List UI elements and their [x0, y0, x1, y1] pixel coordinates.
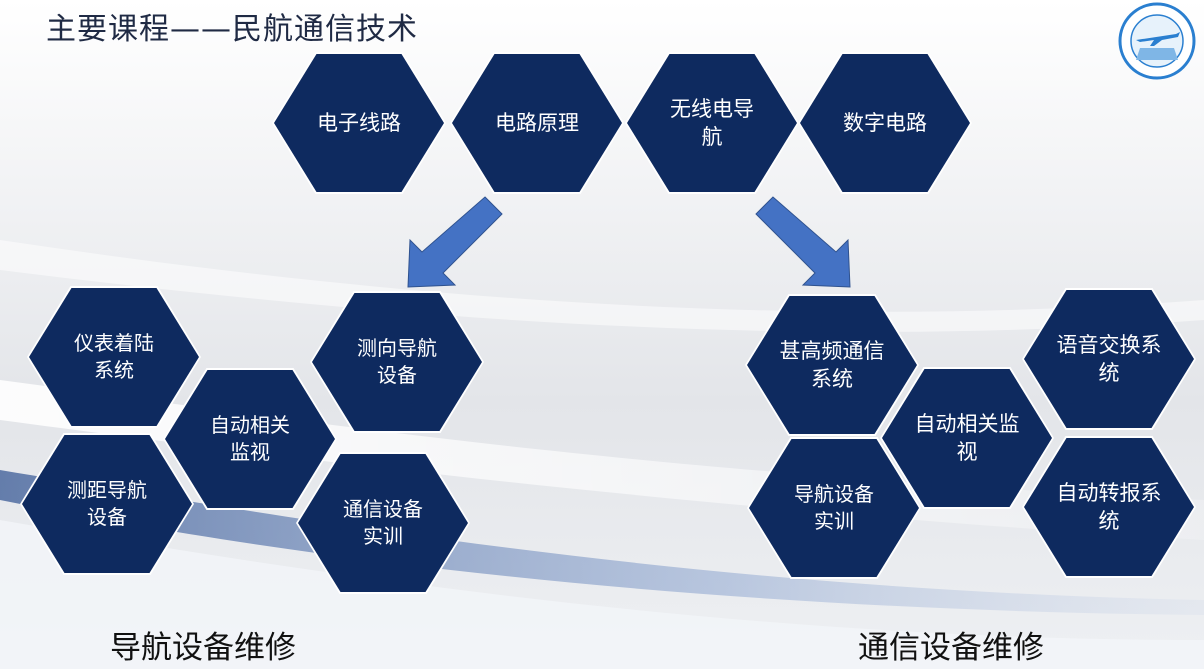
arrow-down-left-icon: [407, 196, 503, 288]
college-logo: [1118, 2, 1196, 80]
course-hex-radio-navigation: 无线电导航: [625, 52, 799, 194]
right-group-label: 通信设备维修: [858, 630, 1044, 666]
course-hex-comm-training: 通信设备实训: [296, 452, 470, 594]
left-group-label: 导航设备维修: [110, 630, 296, 666]
course-hex-nav-training: 导航设备实训: [747, 437, 921, 579]
arrow-down-right-icon: [755, 196, 851, 288]
course-hex-direction-finding: 测向导航设备: [310, 291, 484, 433]
course-hex-circuit-principles: 电路原理: [450, 52, 624, 194]
slide-title: 主要课程——民航通信技术: [46, 12, 418, 47]
